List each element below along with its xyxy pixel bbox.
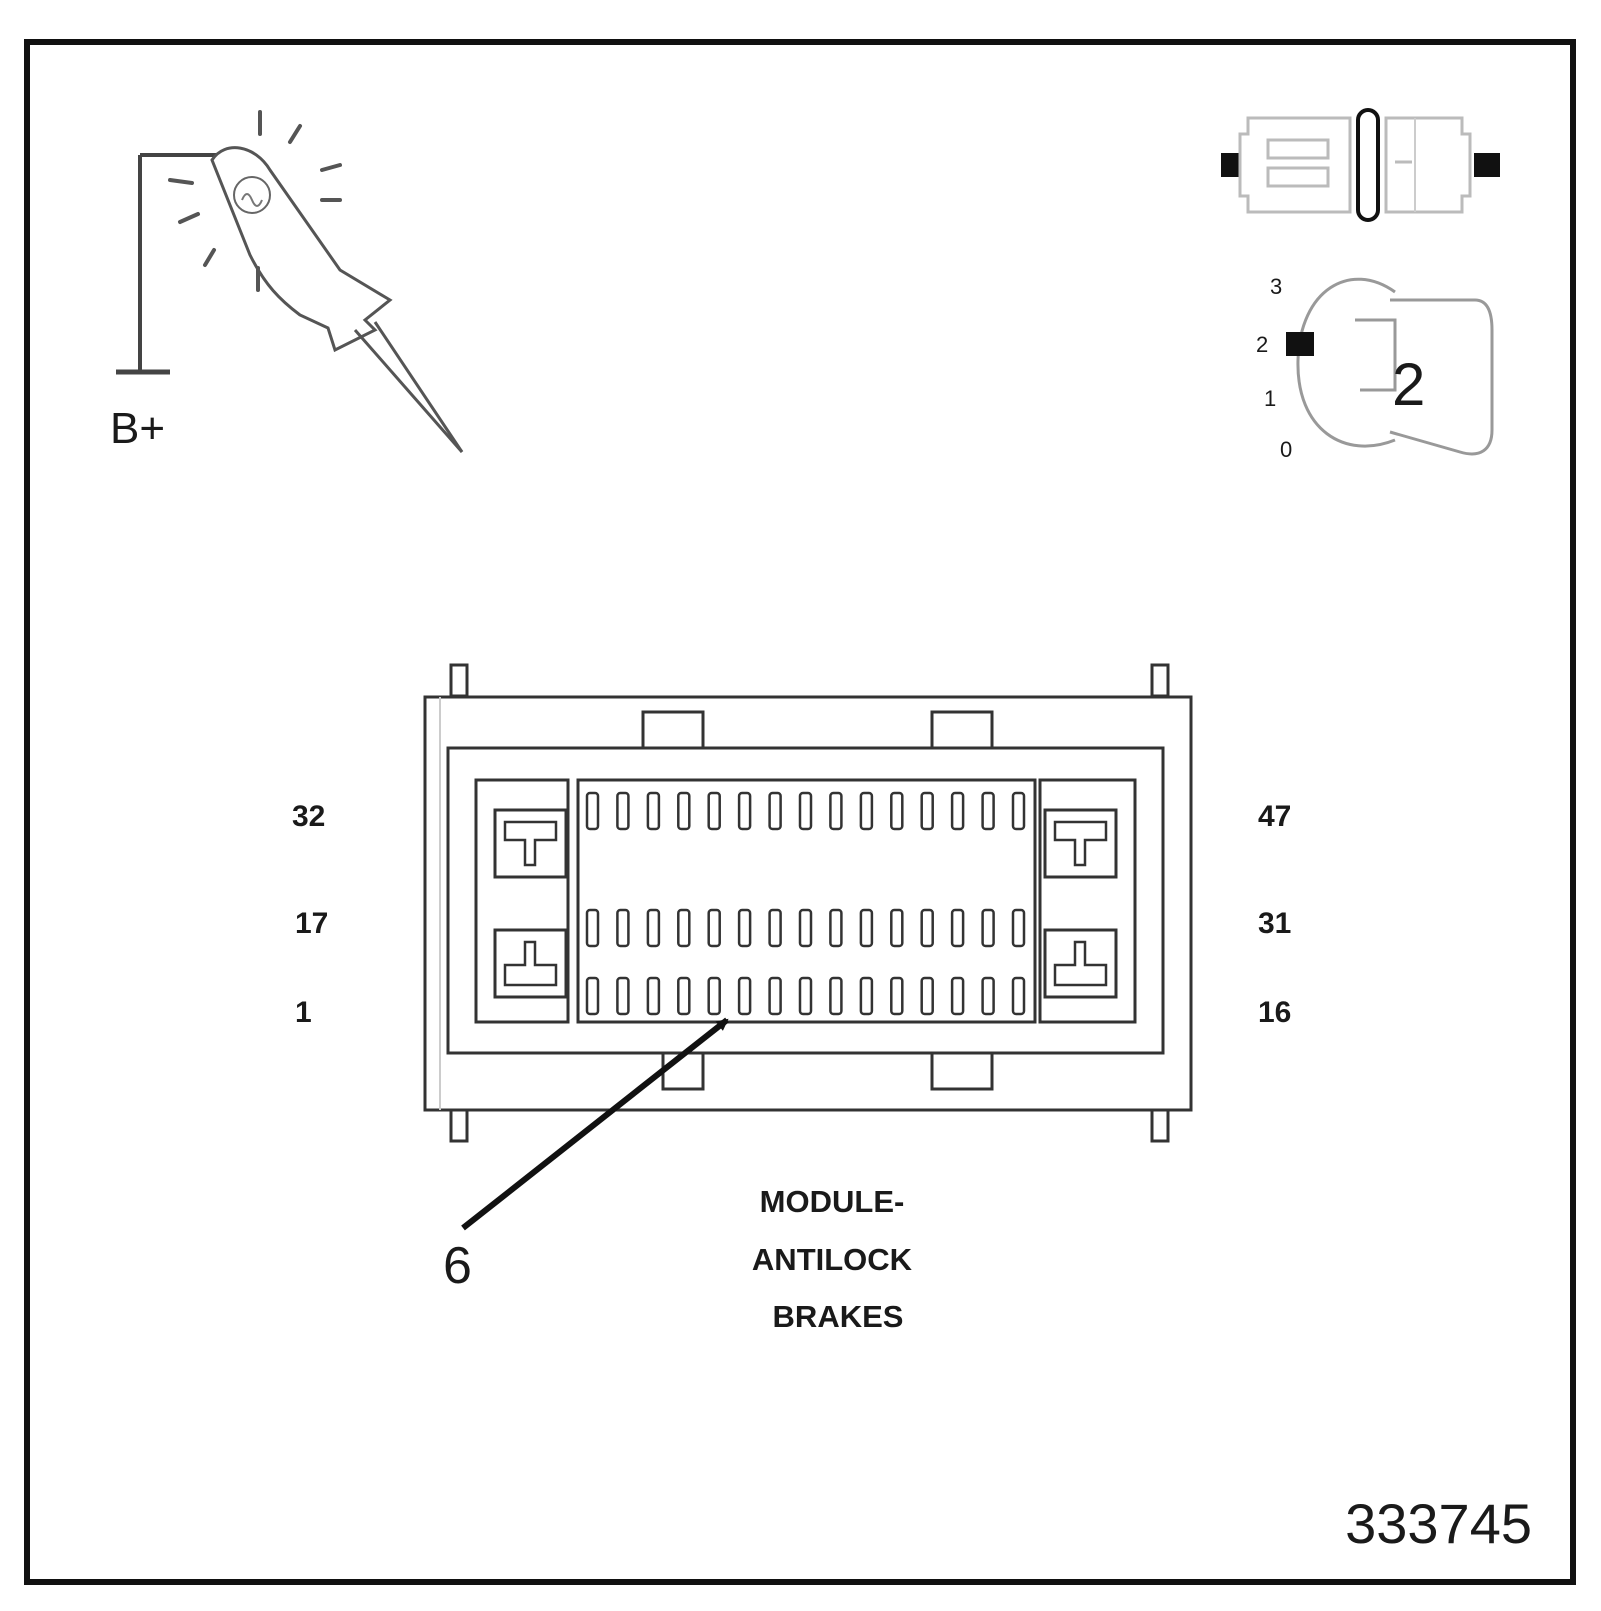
terminal-bottom-row-cavity bbox=[585, 976, 600, 1016]
terminal-middle-row-cavity bbox=[677, 908, 691, 948]
terminal-cavities bbox=[585, 791, 1026, 1016]
terminal-middle-row-cavity bbox=[859, 908, 874, 948]
terminal-middle-row-cavity bbox=[890, 908, 904, 948]
terminal-top-row-cavity bbox=[707, 791, 721, 831]
terminal-middle-row-cavity bbox=[798, 908, 813, 948]
ignition-position-2: 2 bbox=[1256, 332, 1268, 357]
terminal-middle-row-cavity bbox=[616, 908, 630, 948]
pin-label-left-top: 32 bbox=[292, 800, 325, 833]
terminal-top-row-cavity bbox=[737, 791, 752, 831]
test-lamp-icon bbox=[116, 110, 464, 453]
terminal-top-row-cavity bbox=[768, 791, 782, 831]
terminal-bottom-row-cavity bbox=[677, 976, 691, 1016]
ignition-position-1: 1 bbox=[1264, 386, 1276, 411]
module-label-line-1: MODULE- bbox=[760, 1184, 905, 1219]
disconnected-connector-icon bbox=[1221, 108, 1500, 222]
terminal-middle-row-cavity bbox=[920, 908, 934, 948]
abs-module-connector bbox=[423, 663, 1193, 1143]
figure-frame bbox=[24, 39, 1576, 1585]
pin-label-right-middle: 31 bbox=[1258, 907, 1291, 940]
terminal-top-row-cavity bbox=[981, 791, 995, 831]
terminal-bottom-row-cavity bbox=[859, 976, 874, 1016]
terminal-bottom-row-cavity bbox=[950, 976, 965, 1016]
terminal-bottom-row-cavity bbox=[646, 976, 661, 1016]
terminal-bottom-row-cavity bbox=[829, 976, 843, 1016]
terminal-bottom-row-cavity bbox=[616, 976, 630, 1016]
terminal-middle-row-cavity bbox=[829, 908, 843, 948]
terminal-middle-row-cavity bbox=[768, 908, 782, 948]
terminal-bottom-row-cavity bbox=[707, 976, 721, 1016]
terminal-middle-row-cavity bbox=[585, 908, 600, 948]
ignition-position-0: 0 bbox=[1280, 437, 1292, 462]
terminal-middle-row-cavity bbox=[737, 908, 752, 948]
terminal-top-row-cavity bbox=[859, 791, 874, 831]
terminal-middle-row-cavity bbox=[950, 908, 965, 948]
pin-label-left-middle: 17 bbox=[295, 907, 328, 940]
terminal-top-row-cavity bbox=[920, 791, 934, 831]
terminal-top-row-cavity bbox=[1011, 791, 1026, 831]
terminal-bottom-row-cavity bbox=[1011, 976, 1026, 1016]
terminal-bottom-row-cavity bbox=[890, 976, 904, 1016]
pin-label-right-bottom: 16 bbox=[1258, 996, 1291, 1029]
terminal-middle-row-cavity bbox=[981, 908, 995, 948]
pin-label-left-bottom: 1 bbox=[295, 996, 312, 1029]
terminal-top-row-cavity bbox=[616, 791, 630, 831]
module-label-line-2: ANTILOCK bbox=[752, 1242, 913, 1277]
probe-supply-label: B+ bbox=[110, 404, 165, 453]
terminal-bottom-row-cavity bbox=[981, 976, 995, 1016]
terminal-top-row-cavity bbox=[646, 791, 661, 831]
terminal-bottom-row-cavity bbox=[798, 976, 813, 1016]
terminal-top-row-cavity bbox=[890, 791, 904, 831]
terminal-middle-row-cavity bbox=[1011, 908, 1026, 948]
ignition-position-3: 3 bbox=[1270, 274, 1282, 299]
terminal-top-row-cavity bbox=[829, 791, 843, 831]
callout-arrow bbox=[461, 1017, 729, 1231]
terminal-top-row-cavity bbox=[798, 791, 813, 831]
terminal-middle-row-cavity bbox=[646, 908, 661, 948]
terminal-bottom-row-cavity bbox=[768, 976, 782, 1016]
terminal-bottom-row-cavity bbox=[920, 976, 934, 1016]
ignition-key-position: 2 bbox=[1392, 351, 1425, 418]
terminal-bottom-row-cavity bbox=[737, 976, 752, 1016]
terminal-top-row-cavity bbox=[950, 791, 965, 831]
figure-number: 333745 bbox=[1345, 1492, 1532, 1555]
pin-label-right-top: 47 bbox=[1258, 800, 1291, 833]
terminal-top-row-cavity bbox=[585, 791, 600, 831]
callout-number: 6 bbox=[443, 1237, 472, 1295]
terminal-middle-row-cavity bbox=[707, 908, 721, 948]
module-label-line-3: BRAKES bbox=[773, 1299, 904, 1334]
terminal-top-row-cavity bbox=[677, 791, 691, 831]
ignition-switch-icon: 3 2 1 0 2 bbox=[1256, 274, 1494, 462]
